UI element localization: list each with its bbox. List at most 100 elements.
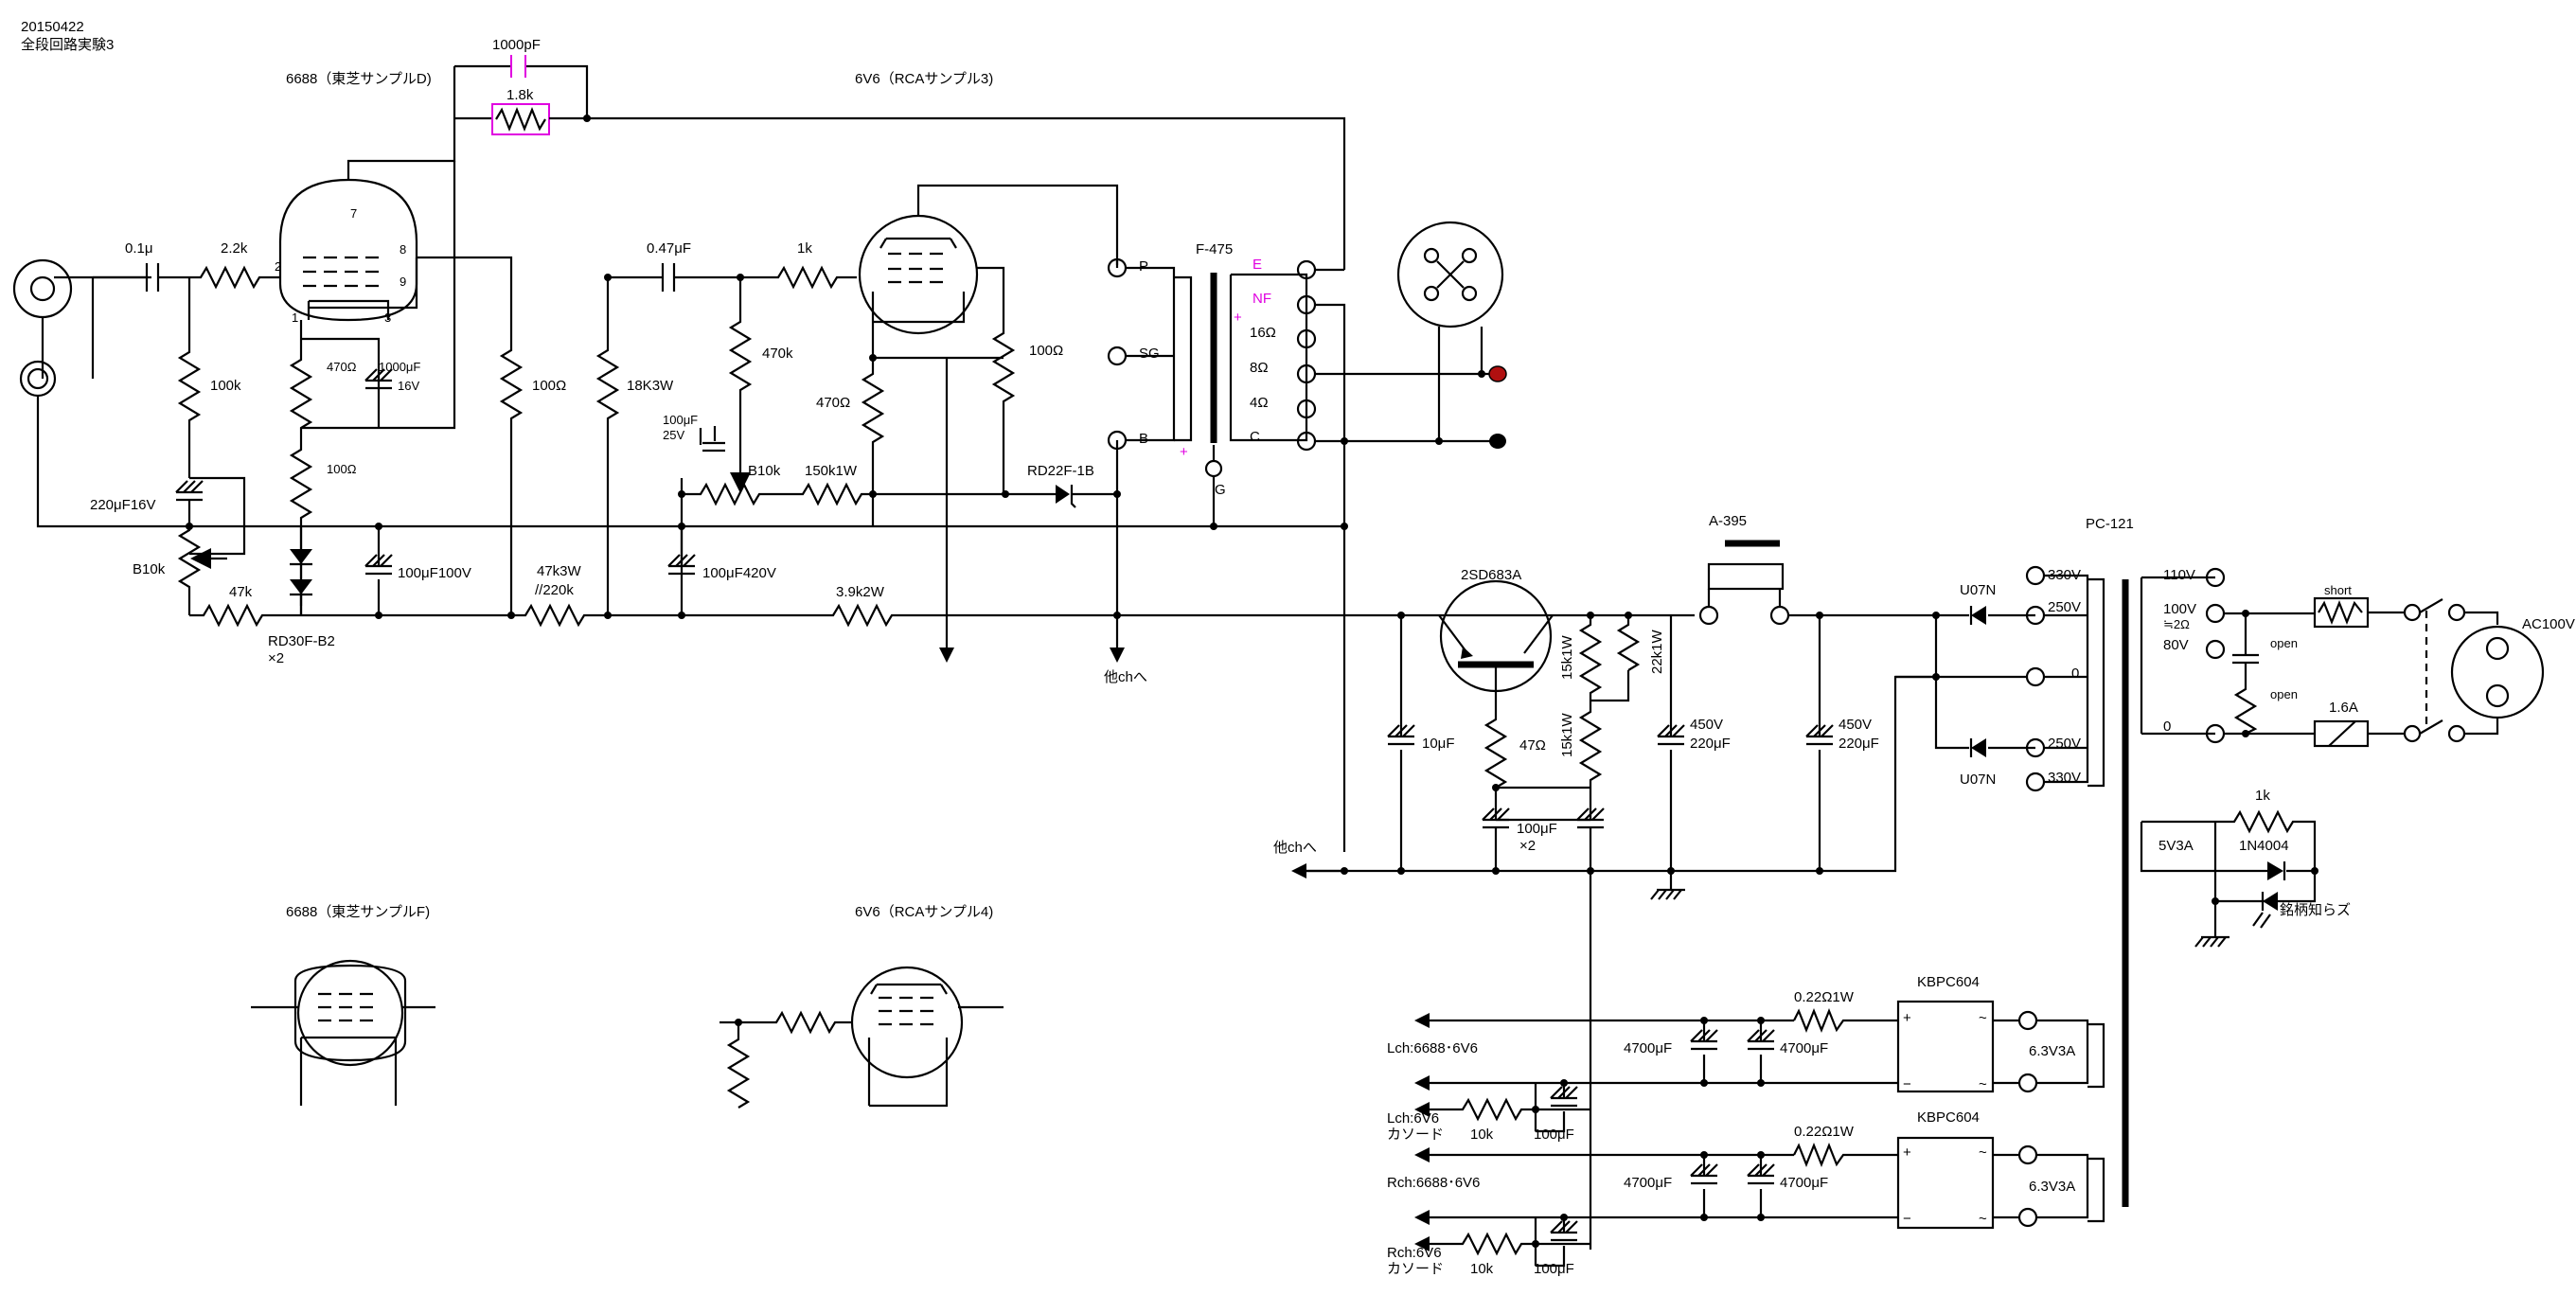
feedback-res-label: 1.8k xyxy=(506,87,534,103)
cap-450v-b xyxy=(1806,735,1833,746)
r18k-label: 18K3W xyxy=(627,378,674,394)
pt-250a-label: 250V xyxy=(2048,599,2081,615)
pin3-label: 3 xyxy=(384,311,391,325)
power-switch-a[interactable] xyxy=(2403,603,2422,622)
other-ch-label-2: 他chへ xyxy=(1273,840,1317,856)
r-cath2-label: カソード xyxy=(1387,1261,1444,1277)
cathode-r2-label: 100Ω xyxy=(327,462,357,476)
bridge2-label: KBPC604 xyxy=(1917,1109,1980,1126)
resistor-47 xyxy=(1483,712,1508,820)
open2-label: open xyxy=(2270,687,2298,701)
resistor-470k xyxy=(728,277,753,426)
opt-p-label: P xyxy=(1139,258,1148,275)
cathode-resistor-100 xyxy=(289,437,313,549)
resistor-15k-top xyxy=(1578,615,1603,701)
short-resistor xyxy=(2313,596,2370,629)
resistor-18k xyxy=(595,277,620,615)
r15k-top-label: 15k1W xyxy=(1559,634,1575,680)
r47k-label: 47k xyxy=(229,584,253,600)
power-switch-b[interactable] xyxy=(2403,724,2422,743)
heater-right-channel: KBPC604 + − ~ ~ 6.3V3A 0.22Ω1W 4700μF 47… xyxy=(1387,1109,2105,1277)
tube-v2-6v6 xyxy=(858,214,979,335)
pt-330b-label: 330V xyxy=(2048,770,2081,786)
r39k-label: 3.9k2W xyxy=(836,584,885,600)
transistor-2sd683a xyxy=(1438,579,1554,712)
grid-stopper-1k xyxy=(740,265,857,290)
choke-a395 xyxy=(1707,562,1785,591)
pin7-label: 7 xyxy=(350,206,357,221)
date-label: 20150422 xyxy=(21,19,84,35)
cathode-cap-v-label: 16V xyxy=(398,379,419,393)
coupling-cap xyxy=(661,263,676,292)
cap-10u-label: 10μF xyxy=(1422,736,1455,752)
short-label: short xyxy=(2324,583,2352,597)
resistor-3k9 xyxy=(776,603,1401,628)
grid-resistor-2k2 xyxy=(189,265,279,290)
l-cath2-label: カソード xyxy=(1387,1127,1444,1143)
t5v3a-label: 5V3A xyxy=(2159,838,2194,854)
r22k-label: 22k1W xyxy=(1649,629,1665,674)
sg-res-label: 100Ω xyxy=(1029,343,1063,359)
choke-label: A-395 xyxy=(1709,513,1747,529)
feedback-cap-label: 1000pF xyxy=(492,37,541,53)
cap-100u100v xyxy=(365,564,392,576)
tube-v4-6v6 xyxy=(850,966,1004,1108)
v63b-label: 6.3V3A xyxy=(2029,1179,2075,1195)
cap-100u-b xyxy=(1577,818,1604,829)
pin1-label: 1 xyxy=(292,311,298,325)
resistor-150k xyxy=(795,482,1005,506)
resistor-47k xyxy=(189,603,379,628)
tube-v1-label: 6688（東芝サンプルD) xyxy=(286,71,432,87)
opt-4-terminal xyxy=(1296,399,1317,419)
zener-label: RD22F-1B xyxy=(1027,463,1094,479)
led xyxy=(2263,892,2278,911)
other-ch-label-1: 他chへ xyxy=(1104,669,1147,685)
grid-stopper-label: 1k xyxy=(797,240,812,257)
cap-100u25v xyxy=(702,441,725,452)
output-vr xyxy=(682,482,795,506)
tube-v4-label: 6V6（RCAサンプル4) xyxy=(855,904,993,920)
svg-text:~: ~ xyxy=(1979,1010,1987,1026)
svg-text:~: ~ xyxy=(1979,1211,1987,1227)
plate-resistor-100 xyxy=(417,256,524,615)
c4700b-label: 4700μF xyxy=(1780,1040,1828,1056)
opt-sg-terminal xyxy=(1107,346,1128,366)
cap-100u-x2-label: ×2 xyxy=(1519,838,1536,854)
opt-16-label: 16Ω xyxy=(1250,325,1276,341)
heater-left-channel: KBPC604 + − ~ ~ 6.3V3A 0.22Ω1W 4700μF 47… xyxy=(1387,974,2105,1143)
sg-resistor-100 xyxy=(991,331,1016,494)
input-capacitor xyxy=(93,263,189,292)
tube-v3-6688 xyxy=(251,959,435,1106)
opt-g-label: G xyxy=(1215,482,1226,498)
r150k-label: 150k1W xyxy=(805,463,858,479)
svg-text:+: + xyxy=(1903,1144,1911,1161)
svg-text:−: − xyxy=(1903,1211,1911,1227)
cap-100u-label: 100μF xyxy=(1517,821,1557,837)
tube-v3-label: 6688（東芝サンプルF) xyxy=(286,904,430,920)
tube-v2-label: 6V6（RCAサンプル3) xyxy=(855,71,993,87)
cathode-r1-label: 470Ω xyxy=(327,360,357,374)
feedback-cap xyxy=(510,55,526,78)
l-main-label: Lch:6688･6V6 xyxy=(1387,1040,1478,1056)
pin2-label: 2 xyxy=(275,259,281,274)
diode-label: RD30F-B2 xyxy=(268,633,335,649)
coupling-cap-label: 0.47μF xyxy=(647,240,691,257)
cap-100u-a xyxy=(1483,818,1509,829)
r022a-label: 0.22Ω1W xyxy=(1794,989,1855,1005)
speaker-connector xyxy=(1396,221,1504,328)
r15k-bot-label: 15k1W xyxy=(1559,712,1575,757)
svg-text:+: + xyxy=(1903,1010,1911,1026)
r-drop1-label: 47k3W xyxy=(537,563,582,579)
pt-100-label: 100V xyxy=(2163,601,2196,617)
drop-resistor-47k xyxy=(379,603,776,628)
diode-1n4004 xyxy=(2267,861,2283,880)
v63a-label: 6.3V3A xyxy=(2029,1043,2075,1059)
r10kb-label: 10k xyxy=(1470,1261,1494,1277)
svg-text:~: ~ xyxy=(1979,1076,1987,1092)
grid-leak-label: 100k xyxy=(210,378,241,394)
cap-100u420v xyxy=(668,564,695,576)
resistor-22k xyxy=(1616,615,1641,671)
pt-2ohm-label: ≒2Ω xyxy=(2163,617,2190,631)
r-drop2-label: //220k xyxy=(535,582,574,598)
